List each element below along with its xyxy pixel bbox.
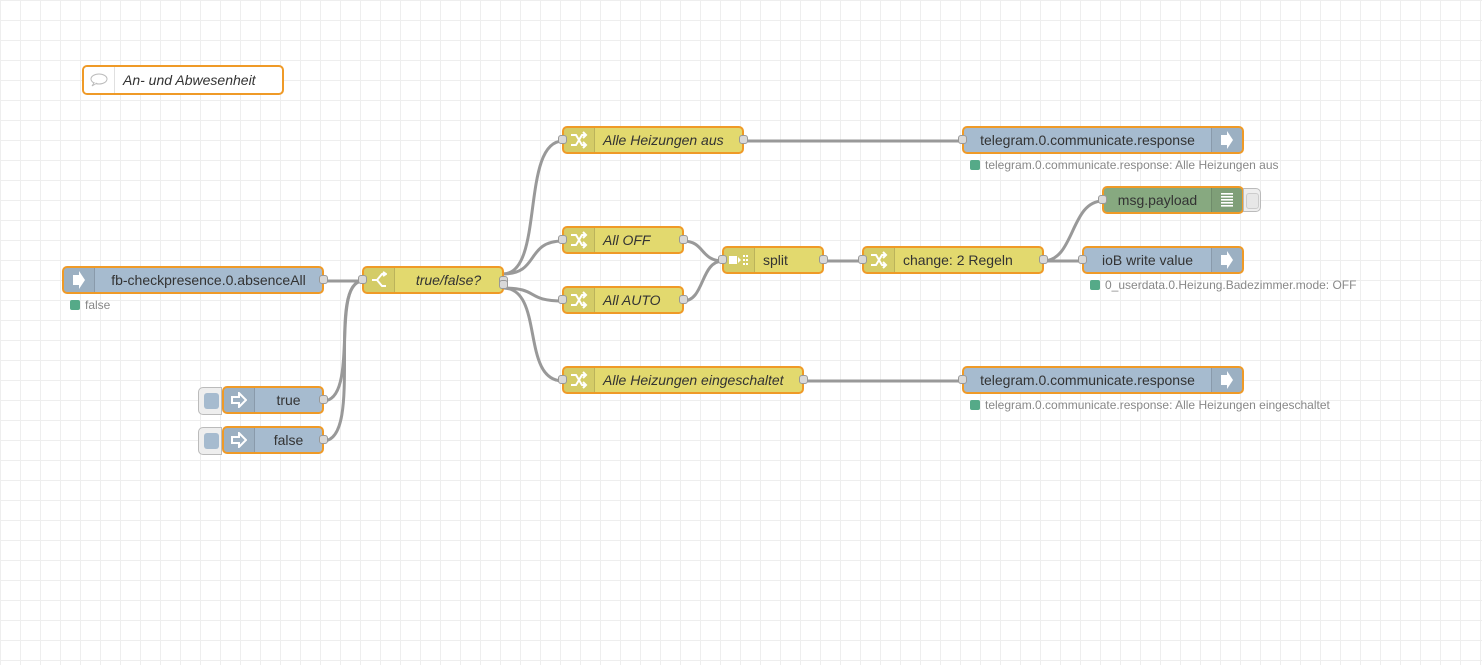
status-dot-icon: [970, 160, 980, 170]
output-port[interactable]: [739, 135, 748, 144]
change-heizungen-aus-node[interactable]: Alle Heizungen aus: [558, 126, 748, 154]
input-port[interactable]: [558, 375, 567, 384]
status-dot-icon: [1090, 280, 1100, 290]
output-port[interactable]: [1039, 255, 1048, 264]
change-all-off-label: All OFF: [603, 232, 651, 248]
output-port[interactable]: [819, 255, 828, 264]
fb-checkpresence-node[interactable]: fb-checkpresence.0.absenceAll: [62, 266, 328, 294]
split-label: split: [763, 252, 788, 268]
output-port[interactable]: [319, 395, 328, 404]
inject-arrow-icon: [224, 428, 255, 452]
input-port[interactable]: [358, 275, 367, 284]
comment-label: An- und Abwesenheit: [123, 72, 256, 88]
speech-bubble-icon: [84, 67, 115, 93]
shuffle-icon: [564, 368, 595, 392]
wire-false-to-switch: [322, 279, 364, 443]
change-regeln-label: change: 2 Regeln: [903, 252, 1013, 268]
ioBroker-out-icon: [1211, 368, 1242, 392]
shuffle-icon: [864, 248, 895, 272]
shuffle-icon: [564, 288, 595, 312]
comment-node[interactable]: An- und Abwesenheit: [82, 65, 284, 95]
output-port[interactable]: [679, 235, 688, 244]
ioBroker-out-icon: [1211, 248, 1242, 272]
iob-write-label: ioB write value: [1101, 252, 1194, 268]
shuffle-icon: [564, 128, 595, 152]
change-heizungen-aus-label: Alle Heizungen aus: [603, 132, 724, 148]
switch-node[interactable]: true/false?: [358, 266, 508, 294]
input-port[interactable]: [1078, 255, 1087, 264]
output-port[interactable]: [799, 375, 808, 384]
debug-label: msg.payload: [1117, 192, 1198, 208]
output-port[interactable]: [319, 275, 328, 284]
change-all-auto-node[interactable]: All AUTO: [558, 286, 688, 314]
inject-true-button[interactable]: [198, 387, 222, 415]
change-regeln-node[interactable]: change: 2 Regeln: [858, 246, 1048, 274]
input-port[interactable]: [1098, 195, 1107, 204]
fb-checkpresence-status: false: [70, 298, 110, 312]
change-all-auto-label: All AUTO: [603, 292, 661, 308]
telegram-response-aus-node[interactable]: telegram.0.communicate.response: [958, 126, 1244, 154]
telegram-ein-label: telegram.0.communicate.response: [980, 372, 1195, 388]
input-port[interactable]: [558, 295, 567, 304]
input-port[interactable]: [558, 135, 567, 144]
change-heizungen-ein-node[interactable]: Alle Heizungen eingeschaltet: [558, 366, 808, 394]
inject-false-node[interactable]: false: [222, 426, 328, 454]
debug-msg-payload-node[interactable]: msg.payload: [1098, 186, 1244, 214]
telegram-aus-status: telegram.0.communicate.response: Alle He…: [970, 158, 1279, 172]
split-node[interactable]: split: [718, 246, 828, 274]
inject-true-node[interactable]: true: [222, 386, 328, 414]
wire-switch-to-heizungen-aus: [502, 139, 564, 276]
change-heizungen-ein-label: Alle Heizungen eingeschaltet: [603, 372, 784, 388]
status-text: 0_userdata.0.Heizung.Badezimmer.mode: OF…: [1105, 278, 1357, 292]
telegram-ein-status: telegram.0.communicate.response: Alle He…: [970, 398, 1330, 412]
debug-list-icon: [1211, 188, 1242, 212]
wire-switch-to-heizungen-ein: [502, 286, 564, 383]
switch-label: true/false?: [415, 272, 482, 288]
input-port[interactable]: [958, 135, 967, 144]
output-port[interactable]: [679, 295, 688, 304]
input-port[interactable]: [858, 255, 867, 264]
split-icon: [724, 248, 755, 272]
inject-false-button[interactable]: [198, 427, 222, 455]
wire-alloff-to-split: [682, 239, 724, 263]
telegram-response-ein-node[interactable]: telegram.0.communicate.response: [958, 366, 1244, 394]
input-port[interactable]: [558, 235, 567, 244]
output-port-2[interactable]: [499, 280, 508, 289]
telegram-aus-label: telegram.0.communicate.response: [980, 132, 1195, 148]
iob-write-status: 0_userdata.0.Heizung.Badezimmer.mode: OF…: [1090, 278, 1356, 292]
ioBroker-out-icon: [1211, 128, 1242, 152]
inject-arrow-icon: [224, 388, 255, 412]
status-dot-icon: [70, 300, 80, 310]
switch-icon: [364, 268, 395, 292]
status-text: telegram.0.communicate.response: Alle He…: [985, 398, 1330, 412]
shuffle-icon: [564, 228, 595, 252]
change-all-off-node[interactable]: All OFF: [558, 226, 688, 254]
fb-checkpresence-label: fb-checkpresence.0.absenceAll: [111, 272, 306, 288]
debug-toggle-button[interactable]: [1243, 188, 1261, 212]
wire-switch-to-all-off: [502, 239, 564, 276]
ioBroker-in-icon: [64, 268, 95, 292]
wire-true-to-switch: [322, 279, 364, 403]
status-text: telegram.0.communicate.response: Alle He…: [985, 158, 1279, 172]
output-port[interactable]: [319, 435, 328, 444]
iob-write-value-node[interactable]: ioB write value: [1078, 246, 1244, 274]
status-text: false: [85, 298, 111, 312]
inject-true-label: true: [276, 392, 301, 408]
wire-allauto-to-split: [682, 259, 724, 303]
wire-switch-to-all-auto: [502, 286, 564, 303]
input-port[interactable]: [718, 255, 727, 264]
input-port[interactable]: [958, 375, 967, 384]
status-dot-icon: [970, 400, 980, 410]
inject-false-label: false: [273, 432, 304, 448]
